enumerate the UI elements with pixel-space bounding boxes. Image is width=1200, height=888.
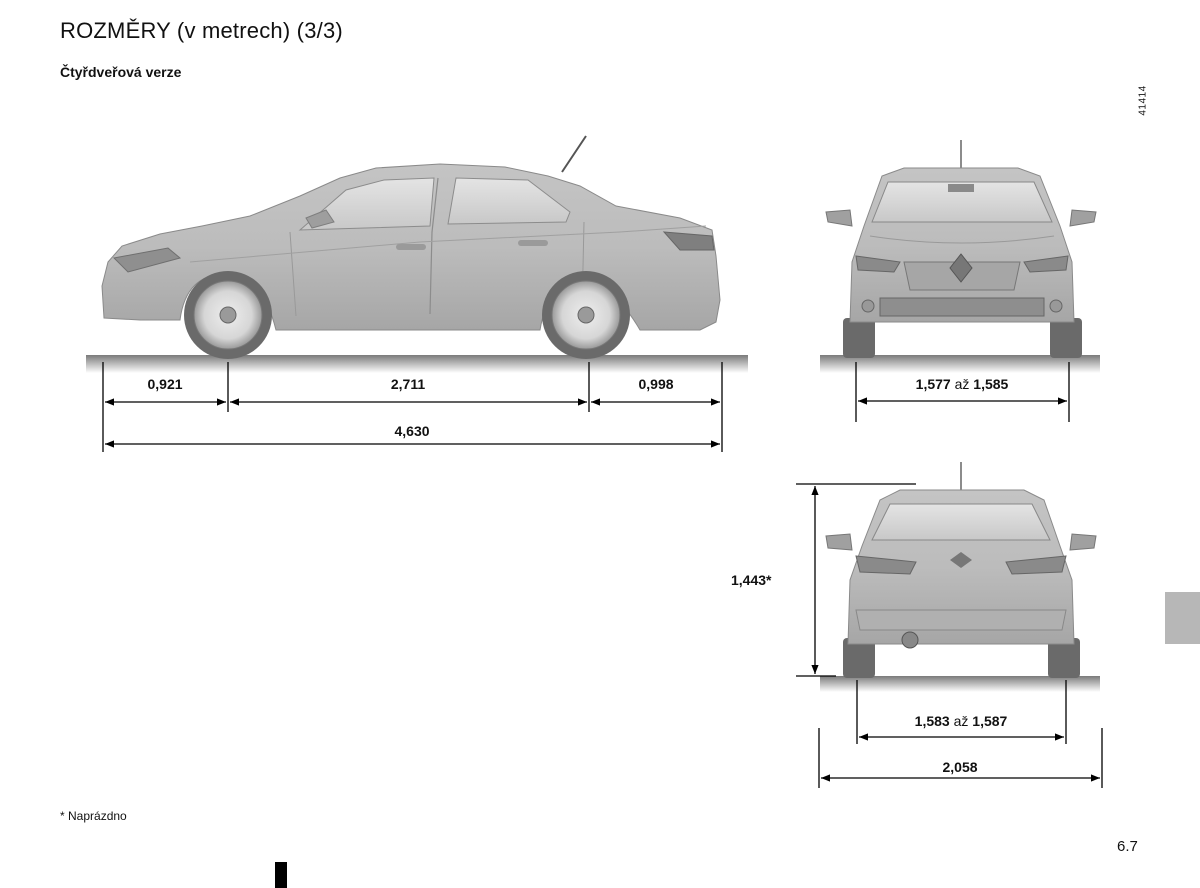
front-track-max: 1,585 xyxy=(973,376,1009,392)
front-view-car-illustration xyxy=(820,140,1100,373)
rear-track-max: 1,587 xyxy=(972,713,1008,729)
height-label: 1,443* xyxy=(731,572,772,588)
side-view-car-illustration xyxy=(86,135,748,373)
front-overhang-label: 0,921 xyxy=(147,376,183,392)
wheelbase-label: 2,711 xyxy=(390,376,426,392)
rear-track-dimension-lines xyxy=(856,680,1067,744)
section-subtitle: Čtyřdveřová verze xyxy=(60,64,182,80)
print-mark xyxy=(275,862,287,888)
overall-width-dimension-lines xyxy=(818,728,1103,788)
chapter-tab xyxy=(1165,592,1200,644)
rear-track-connector: až xyxy=(953,713,969,729)
front-track-min: 1,577 xyxy=(915,376,951,392)
footnote: * Naprázdno xyxy=(60,809,127,823)
front-track-dimension-lines xyxy=(855,362,1070,422)
page-title: ROZMĚRY (v metrech) (3/3) xyxy=(60,18,343,43)
front-track-connector: až xyxy=(954,376,970,392)
side-view-dimension-lines xyxy=(102,362,723,452)
overall-width-label: 2,058 xyxy=(942,759,978,775)
height-dimension-lines xyxy=(796,483,916,677)
rear-overhang-label: 0,998 xyxy=(638,376,674,392)
overall-length-label: 4,630 xyxy=(394,423,430,439)
rear-track-label: 1,583 až 1,587 xyxy=(915,713,1008,729)
page-number: 6.7 xyxy=(1117,838,1138,855)
front-track-label: 1,577 až 1,585 xyxy=(916,376,1009,392)
rear-view-car-illustration xyxy=(820,462,1100,692)
rear-track-min: 1,583 xyxy=(914,713,950,729)
ground-shadow xyxy=(86,355,748,373)
